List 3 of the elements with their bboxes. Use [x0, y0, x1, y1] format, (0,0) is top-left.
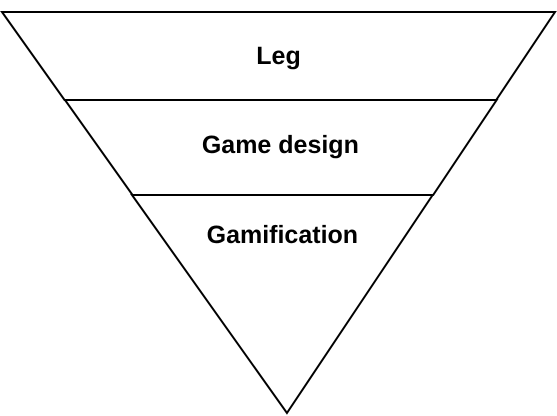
- band-label: Gamification: [206, 221, 358, 250]
- band-label: Leg: [256, 42, 301, 71]
- band-label: Game design: [202, 131, 359, 160]
